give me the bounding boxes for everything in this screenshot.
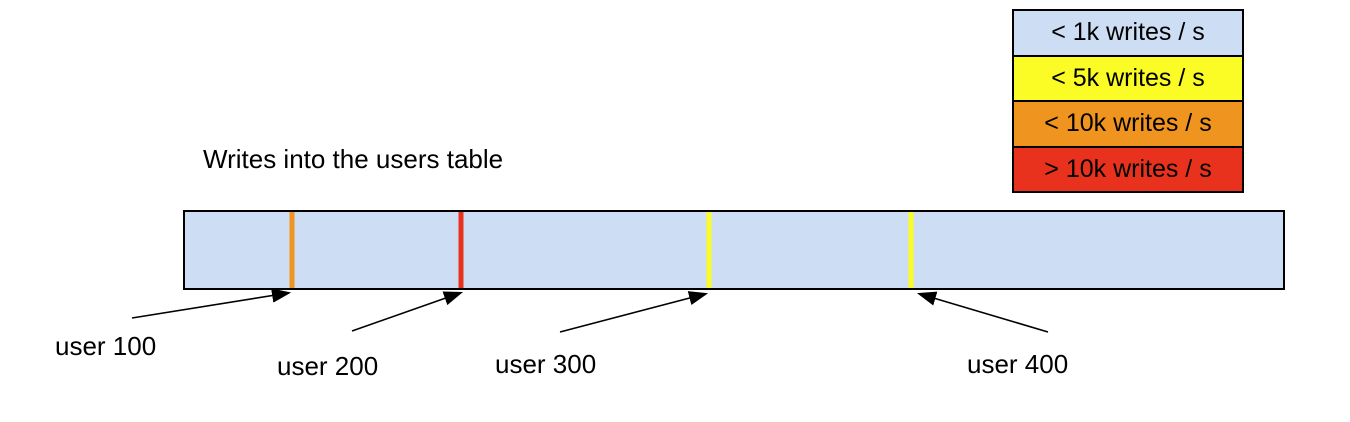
user-label-200: user 200 [277,351,379,381]
legend-item-lt-10k: < 10k writes / s [1014,102,1242,148]
write-marker-user-300 [706,212,712,288]
legend-label: < 1k writes / s [1051,18,1205,47]
users-table-bar [183,210,1285,290]
user-label-300: user 300 [495,349,597,379]
legend-item-lt-1k: < 1k writes / s [1014,11,1242,57]
arrow-user-100 [131,288,292,319]
legend: < 1k writes / s < 5k writes / s < 10k wr… [1012,9,1244,193]
write-marker-user-400 [908,212,914,288]
write-marker-user-100 [289,212,294,288]
legend-label: > 10k writes / s [1044,154,1212,183]
legend-label: < 5k writes / s [1051,63,1205,92]
legend-label: < 10k writes / s [1044,109,1212,138]
legend-item-lt-5k: < 5k writes / s [1014,56,1242,102]
arrow-user-200 [351,291,464,332]
arrow-user-400 [916,291,1049,333]
legend-item-gt-10k: > 10k writes / s [1014,147,1242,191]
diagram-title: Writes into the users table [203,144,504,174]
write-marker-user-200 [458,212,464,288]
arrow-user-300 [559,291,709,333]
user-label-100: user 100 [55,331,157,361]
user-label-400: user 400 [967,349,1069,379]
